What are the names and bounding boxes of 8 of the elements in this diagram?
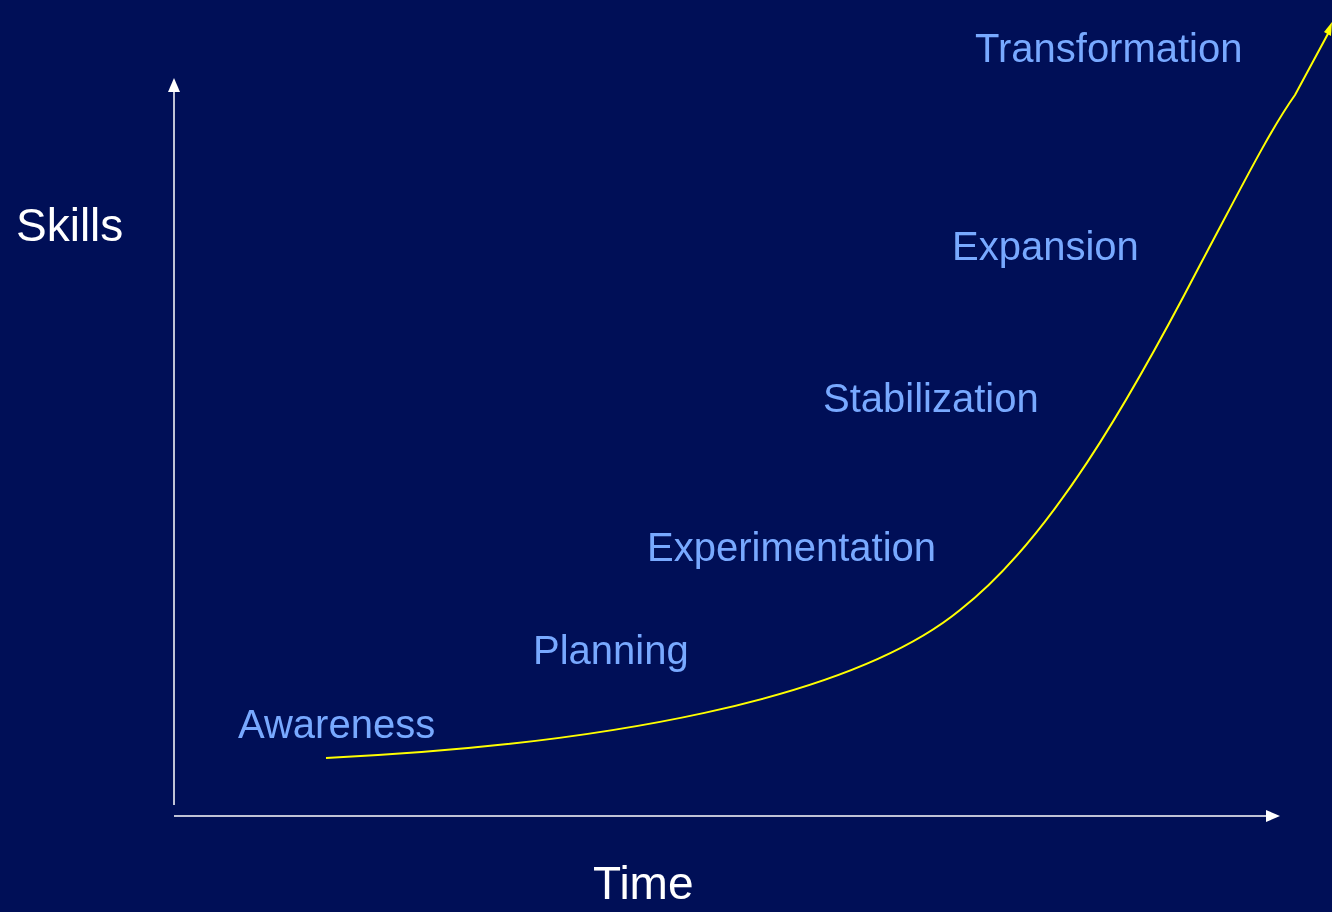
axis-label: Time (593, 860, 694, 906)
stage-label: Expansion (952, 226, 1139, 266)
axis-label: Skills (16, 202, 124, 248)
stage-label: Experimentation (647, 527, 937, 567)
stage-label: Awareness (238, 704, 436, 744)
stage-label: Transformation (975, 28, 1243, 68)
stage-label: Planning (533, 630, 689, 670)
stage-label: Stabilization (823, 378, 1039, 418)
